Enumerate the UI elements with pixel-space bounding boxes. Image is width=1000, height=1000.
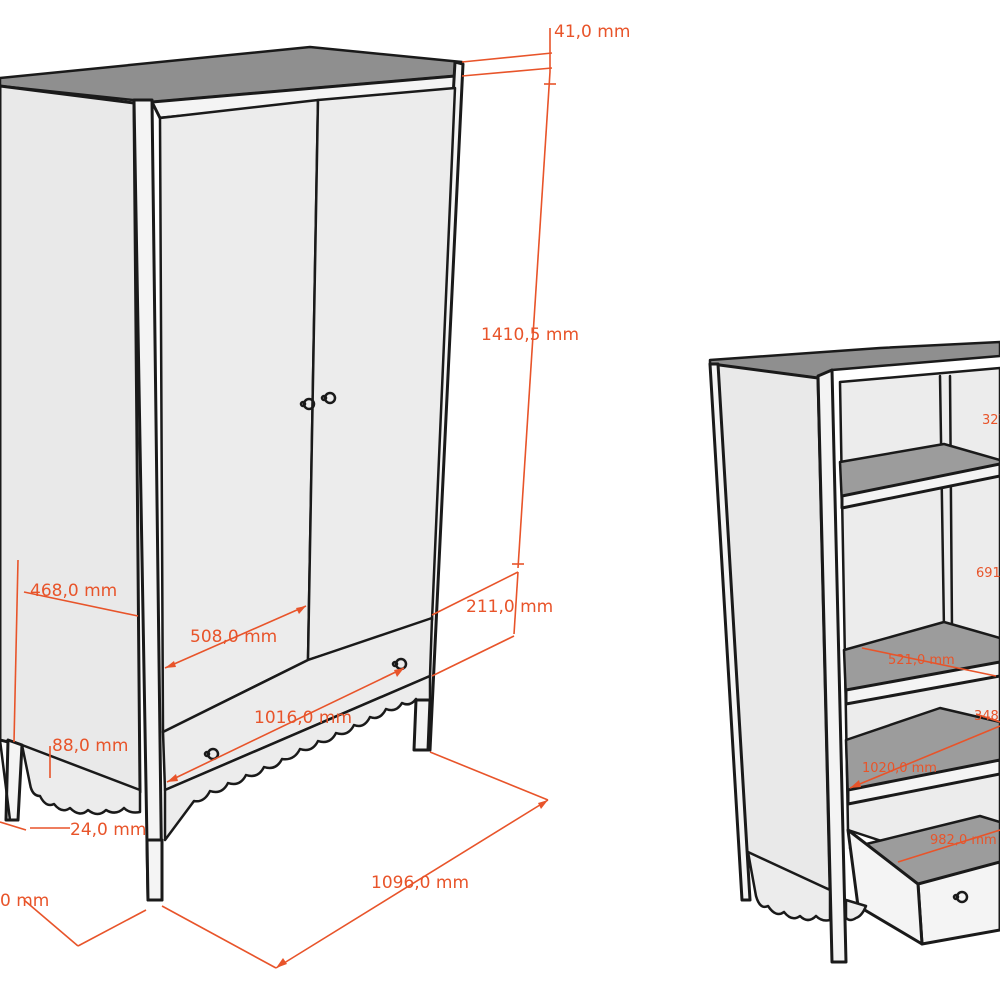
dim-lower-shelf: 348,: [974, 709, 1000, 724]
wardrobe-side-panel: [0, 84, 142, 794]
wardrobe-leg-right: [412, 698, 432, 752]
wardrobe-side-skirt: [20, 743, 142, 816]
open-side-skirt: [746, 850, 832, 922]
open-dimension-labels: 327 691 521,0 mm 348, 1020,0 mm 982,0 mm: [862, 413, 1000, 848]
dim-total-width: 1096,0 mm: [371, 873, 469, 893]
dim-inner-width: 1020,0 mm: [862, 761, 937, 776]
wardrobe-dimension-lines: [0, 28, 556, 969]
door-handle-right: [320, 391, 337, 405]
open-drawer-handle: [952, 890, 969, 904]
dim-total-depth: 0 mm: [0, 891, 49, 911]
dim-top-depth: 41,0 mm: [554, 22, 630, 42]
wardrobe-skirt: [163, 674, 432, 842]
wardrobe-leg-front: [145, 838, 164, 902]
open-dimension-lines: [849, 647, 1000, 863]
dim-door-width: 508,0 mm: [190, 627, 277, 647]
open-back-panel: [838, 366, 1000, 882]
dim-middle-height: 691: [976, 566, 1000, 581]
wardrobe-dimension-labels: 41,0 mm 1410,5 mm 468,0 mm 508,0 mm 211,…: [0, 22, 630, 911]
dim-skirt-height: 88,0 mm: [52, 736, 128, 756]
door-handle-left: [299, 397, 316, 411]
dim-height: 1410,5 mm: [481, 325, 579, 345]
dim-drawer-height: 211,0 mm: [466, 597, 553, 617]
wardrobe-right-door: [306, 86, 457, 662]
dim-leg-width: 24,0 mm: [70, 820, 146, 840]
open-divider: [938, 374, 946, 632]
wardrobe-closed: [0, 45, 465, 902]
wardrobe-edge: [0, 738, 12, 822]
dim-side-depth: 468,0 mm: [30, 581, 117, 601]
wardrobe-open: [708, 340, 1000, 964]
dim-upper-shelf: 327: [982, 413, 1000, 428]
dim-drawer-width: 1016,0 mm: [254, 708, 352, 728]
dim-drawer-inner: 982,0 mm: [930, 833, 997, 848]
dim-inner-depth: 521,0 mm: [888, 653, 955, 668]
open-front-post: [816, 368, 848, 964]
wardrobe-drawer: [161, 616, 434, 792]
open-rear-post: [708, 362, 752, 902]
